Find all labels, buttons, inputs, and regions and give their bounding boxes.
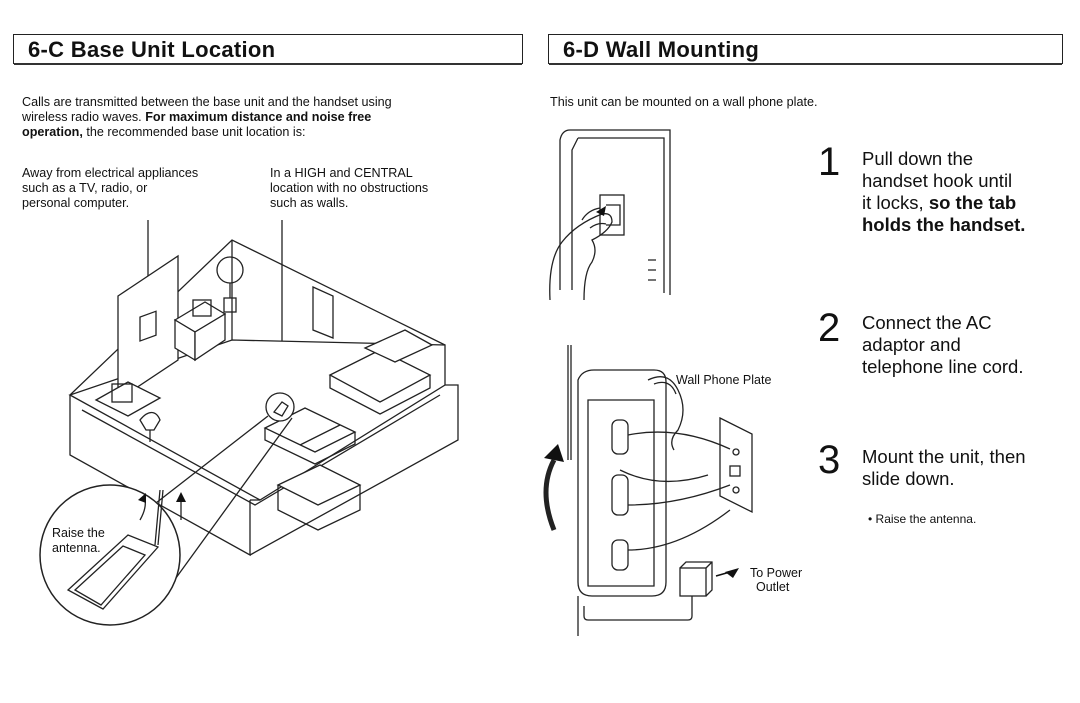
step-1-number: 1 bbox=[818, 140, 841, 184]
intro-paragraph-6c: Calls are transmitted between the base u… bbox=[22, 95, 522, 140]
section-header-6d: 6-D Wall Mounting bbox=[548, 34, 1063, 65]
wall-mount-illustration: Wall Phone Plate To Power Outlet bbox=[543, 345, 802, 636]
note-electrical: Away from electrical appliances such as … bbox=[22, 166, 199, 210]
label-wall-phone-plate: Wall Phone Plate bbox=[676, 373, 771, 387]
intro-line-1: Calls are transmitted between the base u… bbox=[22, 95, 392, 109]
callout-line-1: Raise the bbox=[52, 526, 105, 540]
step-2-text: Connect the AC adaptor and telephone lin… bbox=[862, 312, 1024, 377]
label-power-line-2: Outlet bbox=[756, 580, 790, 594]
handset-hook-illustration bbox=[549, 129, 671, 301]
intro-line-3: operation, the recommended base unit loc… bbox=[22, 125, 306, 139]
step-3-bullet: • Raise the antenna. bbox=[868, 512, 977, 526]
section-title-6d: 6-D Wall Mounting bbox=[563, 37, 760, 62]
section-header-6c: 6-C Base Unit Location bbox=[13, 34, 523, 65]
section-title-6c: 6-C Base Unit Location bbox=[28, 37, 276, 62]
callout-line-2: antenna. bbox=[52, 541, 101, 555]
label-power-line-1: To Power bbox=[750, 566, 802, 580]
room-illustration: Raise the antenna. bbox=[39, 220, 459, 626]
step-3-number: 3 bbox=[818, 438, 841, 482]
intro-6d: This unit can be mounted on a wall phone… bbox=[550, 95, 818, 109]
note-location: In a HIGH and CENTRAL location with no o… bbox=[270, 166, 429, 210]
step-2-number: 2 bbox=[818, 306, 841, 350]
step-3-text: Mount the unit, then slide down. bbox=[862, 446, 1026, 489]
intro-line-2: wireless radio waves. For maximum distan… bbox=[22, 110, 372, 124]
step-1-text: Pull down the handset hook until it lock… bbox=[862, 148, 1026, 235]
